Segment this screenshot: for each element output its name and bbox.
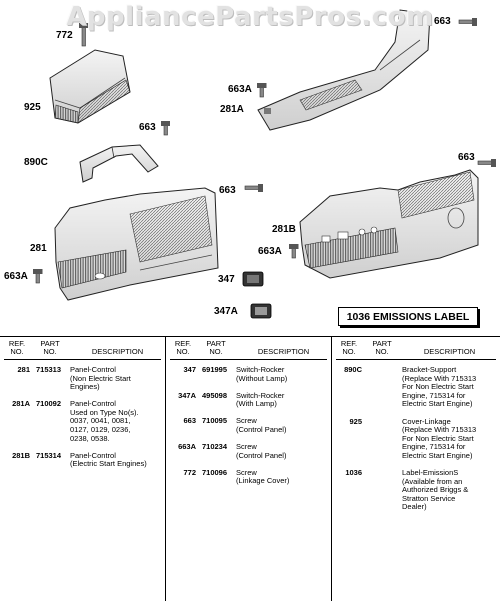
rocker-switch-347 — [242, 271, 264, 287]
ref-number: 281A — [12, 399, 30, 409]
site-watermark: AppliancePartsPros.com — [66, 2, 434, 32]
header-description: DESCRIPTION — [423, 347, 476, 356]
callout-925: 925 — [24, 102, 41, 113]
header-description: DESCRIPTION — [257, 347, 310, 356]
ref-number: 890C — [344, 365, 362, 374]
header-rule — [336, 359, 496, 360]
part-description: Switch-Rocker(With Lamp) — [236, 390, 285, 409]
callout-663a: 663A — [4, 271, 28, 282]
callout-772: 772 — [56, 30, 73, 41]
callout-347: 347 — [218, 274, 235, 285]
callout-281: 281 — [30, 243, 47, 254]
part-description: Screw(Linkage Cover) — [236, 467, 290, 486]
header-rule — [170, 359, 327, 360]
part-number: 691995 — [202, 365, 228, 374]
linkage-cover-925 — [49, 49, 131, 124]
callout-347a: 347A — [214, 306, 238, 317]
callout-663a: 663A — [258, 246, 282, 257]
header-ref: REF.NO. — [8, 339, 26, 356]
part-description: Switch-Rocker(Without Lamp) — [236, 365, 288, 383]
part-number: 715313 — [36, 365, 62, 374]
header-description: DESCRIPTION — [91, 347, 144, 356]
part-description: Screw(Control Panel) — [236, 416, 287, 434]
header-ref: REF.NO. — [174, 339, 192, 356]
emissions-label-callout: 1036 EMISSIONS LABEL — [338, 307, 478, 326]
ref-number: 281B — [12, 450, 30, 460]
parts-diagram: AppliancePartsPros.com 772 925 663 890C … — [4, 2, 496, 326]
ref-number: 281 — [17, 365, 30, 374]
callout-663a: 663A — [228, 84, 252, 95]
ref-number: 925 — [349, 416, 362, 426]
callout-281a: 281A — [220, 104, 244, 115]
callout-663: 663 — [139, 122, 156, 133]
exploded-view-drawing — [33, 9, 496, 319]
part-number: 710092 — [36, 399, 62, 409]
screw-663a-b — [257, 83, 267, 98]
header-ref: REF.NO. — [340, 339, 358, 356]
screw-663a-a — [33, 269, 43, 284]
rocker-switch-347a — [250, 303, 272, 319]
screw-663a-c — [289, 244, 299, 259]
screw-663-c — [244, 184, 263, 192]
ref-number: 772 — [183, 467, 196, 477]
part-number: 710096 — [202, 467, 228, 477]
part-number: 715314 — [36, 450, 62, 460]
part-number: 710234 — [202, 442, 228, 452]
screw-663-b — [458, 18, 477, 26]
bracket-890c — [79, 144, 159, 183]
header-rule — [4, 359, 161, 360]
part-description: Screw(Control Panel) — [236, 442, 287, 460]
screw-663-a — [161, 121, 170, 136]
callout-890c: 890C — [24, 157, 48, 168]
part-description: Panel-Control(Electric Start Engines) — [70, 450, 147, 469]
control-panel-281 — [54, 187, 219, 301]
ref-number: 347 — [183, 365, 196, 374]
ref-number: 347A — [178, 390, 196, 400]
control-panel-281a — [257, 9, 431, 131]
part-number: 495098 — [202, 390, 228, 400]
callout-281b: 281B — [272, 224, 296, 235]
callout-663: 663 — [458, 152, 475, 163]
callout-663: 663 — [434, 16, 451, 27]
screw-663-d — [477, 159, 496, 167]
control-panel-281b — [299, 169, 479, 279]
callout-663: 663 — [219, 185, 236, 196]
part-number: 710095 — [202, 416, 228, 426]
screw-772 — [79, 23, 89, 47]
ref-number: 663A — [178, 442, 196, 452]
ref-number: 1036 — [345, 468, 362, 477]
ref-number: 663 — [183, 416, 196, 426]
